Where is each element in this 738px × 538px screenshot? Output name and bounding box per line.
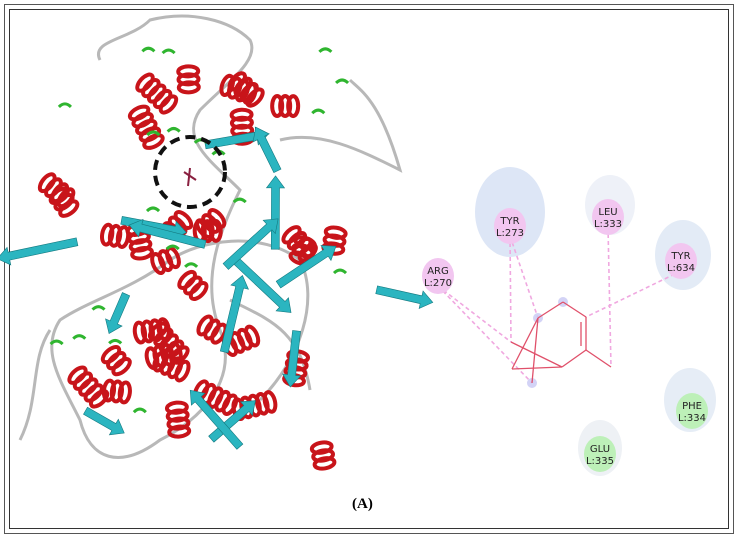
coil-region <box>18 14 403 459</box>
residue-id: L:333 <box>594 219 622 230</box>
helix <box>177 269 209 302</box>
ligand-bond <box>511 317 539 370</box>
helix <box>270 94 301 119</box>
turn <box>332 268 348 275</box>
outer-border <box>4 4 734 534</box>
beta-sheet-arrow <box>219 274 249 354</box>
beta-sheet-arrow <box>0 237 79 266</box>
residue-id: L:334 <box>678 413 706 424</box>
alkyl-interaction-line <box>585 270 682 318</box>
residue-name: TYR <box>670 251 690 262</box>
turn <box>49 339 64 346</box>
helix <box>135 72 179 115</box>
beta-sheet-arrow <box>222 218 279 270</box>
helix <box>127 104 165 150</box>
residue-disc <box>494 208 526 244</box>
alkyl-interaction-line <box>509 235 512 343</box>
beta-sheet-arrow <box>189 389 244 450</box>
helix <box>192 379 239 416</box>
turn <box>145 206 161 213</box>
turn <box>335 78 350 85</box>
turn <box>161 48 176 55</box>
residue-name: GLU <box>590 444 610 455</box>
helix <box>176 64 201 95</box>
residue-disc <box>665 243 697 279</box>
helix <box>144 341 183 370</box>
helix <box>67 365 110 409</box>
helix <box>100 345 132 377</box>
residue-name: TYR <box>499 216 519 227</box>
helix <box>164 400 192 439</box>
inner-border <box>9 9 729 529</box>
turn <box>57 102 72 109</box>
ligand-bond <box>531 317 539 384</box>
beta-sheet-arrow <box>275 245 337 289</box>
beta-sheet-arrow <box>105 292 131 334</box>
beta-sheet-arrow <box>375 285 434 310</box>
turn <box>141 46 156 53</box>
alkyl-interaction-line <box>437 285 512 343</box>
residue-id: L:270 <box>424 278 452 289</box>
turn <box>72 334 87 340</box>
turn <box>232 197 247 204</box>
binding-site-dashed-circle <box>153 135 227 209</box>
ligand-bond <box>562 301 587 318</box>
ligand-bond <box>537 301 564 319</box>
residue-id: L:335 <box>586 456 614 467</box>
turn <box>165 244 180 251</box>
turn <box>184 262 199 268</box>
ligand-bond <box>510 341 563 368</box>
beta-sheet-arrow <box>128 218 207 249</box>
residue-name: LEU <box>598 207 617 218</box>
turn <box>311 108 326 115</box>
turn <box>166 127 181 133</box>
ligand-bond <box>561 349 587 368</box>
residue-name: ARG <box>427 266 449 277</box>
ligand-bond <box>585 349 612 368</box>
residue-name: PHE <box>682 401 702 412</box>
beta-sheet-arrow <box>83 406 125 436</box>
helix <box>281 225 318 263</box>
residue-disc <box>584 436 616 472</box>
turn <box>108 338 123 345</box>
residue-id: L:634 <box>667 263 695 274</box>
helix <box>309 440 337 471</box>
beta-sheet-arrow <box>252 126 282 174</box>
beta-sheet-arrow <box>231 255 292 313</box>
alkyl-interaction-line <box>437 285 533 384</box>
turn <box>318 47 333 53</box>
alkyl-interaction-line <box>509 235 539 319</box>
residue-disc <box>676 393 708 429</box>
beta-sheet-arrow <box>265 175 286 250</box>
helix <box>219 73 258 106</box>
residue-id: L:273 <box>496 228 524 239</box>
helix <box>101 378 132 405</box>
ligand-in-site <box>183 167 197 187</box>
figure-label: (A) <box>352 496 373 512</box>
residue-disc <box>422 258 454 294</box>
beta-sheet-arrow <box>208 400 256 443</box>
beta-sheet-arrow <box>282 330 302 388</box>
turn <box>91 305 106 311</box>
alkyl-interaction-line <box>607 226 612 368</box>
helix <box>48 186 80 218</box>
ligand-bond <box>511 366 563 370</box>
residue-disc <box>592 199 624 235</box>
turn <box>132 407 147 414</box>
helix <box>196 314 228 345</box>
turn <box>146 130 161 137</box>
